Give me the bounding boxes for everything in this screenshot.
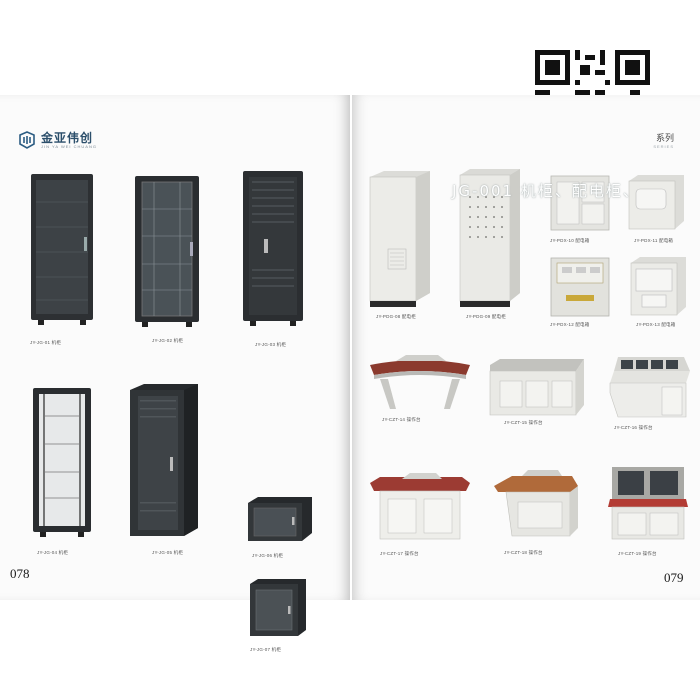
product-jy-pdg-09 [456, 167, 524, 309]
product-caption: JY-CZT-14 操作台 [382, 417, 421, 422]
product-caption: JY-PDX-12 配电箱 [550, 322, 590, 327]
product-caption: JY-JG-04 机柜 [37, 550, 69, 555]
product-jy-czt-15 [484, 357, 588, 419]
product-jy-pdx-13 [628, 255, 690, 319]
brand-sub: JIN YA WEI CHUANG [41, 143, 97, 149]
series-label: 系列 [655, 133, 674, 143]
console-desk-image [609, 357, 690, 418]
product-jy-pdg-08 [366, 169, 436, 309]
distribution-box-image [550, 257, 610, 317]
catalog-page-right: 系列 SERIES JY-PDG-08 配电柜 [352, 95, 700, 600]
product-jy-pdx-12 [548, 255, 614, 319]
product-jy-czt-16 [606, 353, 692, 421]
product-jy-jg-01 [28, 172, 98, 327]
console-desk-image [370, 473, 470, 540]
product-jy-jg-03 [240, 169, 308, 327]
product-caption: JY-JG-05 机柜 [152, 550, 184, 555]
series-en: SERIES [653, 144, 674, 149]
product-caption: JY-CZT-18 操作台 [504, 550, 543, 555]
distribution-cabinet-image [369, 171, 430, 307]
brand-logo: 金亚伟创 JIN YA WEI CHUANG [18, 131, 97, 149]
console-desk-image [370, 355, 470, 409]
page-number-right: 079 [664, 570, 684, 585]
brand-name: 金亚伟创 [41, 130, 94, 145]
catalog-spread: 金亚伟创 JIN YA WEI CHUANG JY-JG-01 机柜 [0, 95, 700, 636]
product-jy-czt-14 [366, 353, 474, 413]
open-rack-cabinet-image [33, 388, 91, 537]
console-desk-image [494, 470, 578, 537]
console-desk-image [608, 467, 688, 540]
product-jy-czt-17 [366, 473, 472, 543]
product-caption: JY-JG-01 机柜 [30, 340, 62, 345]
wall-cabinet-image [248, 497, 312, 541]
distribution-box-image [630, 257, 686, 316]
product-caption: JY-CZT-17 操作台 [380, 551, 419, 556]
console-desk-image [489, 359, 584, 416]
wall-cabinet-image [250, 579, 306, 636]
product-jy-jg-05 [126, 382, 202, 540]
catalog-page-left: 金亚伟创 JIN YA WEI CHUANG JY-JG-01 机柜 [0, 95, 350, 636]
product-caption: JY-CZT-16 操作台 [614, 425, 653, 430]
series-header: 系列 SERIES [653, 131, 674, 149]
product-jy-pdx-10 [548, 173, 614, 233]
watermark-title: JG-001 机柜、配电柜、 [452, 182, 640, 200]
product-caption: JY-PDX-13 配电箱 [636, 322, 676, 327]
product-jy-pdx-11 [626, 173, 688, 231]
distribution-box-image [550, 175, 610, 231]
product-jy-czt-18 [492, 470, 582, 542]
product-caption: JY-PDG-08 配电柜 [376, 314, 416, 319]
product-jy-jg-04 [30, 386, 96, 538]
page-number-left: 078 [10, 566, 30, 581]
server-cabinet-image [243, 171, 303, 326]
product-caption: JY-JG-07 机柜 [250, 647, 282, 652]
product-caption: JY-JG-03 机柜 [255, 342, 287, 347]
product-caption: JY-PDG-09 配电柜 [466, 314, 506, 319]
distribution-cabinet-image [459, 169, 520, 307]
product-caption: JY-PDX-11 配电箱 [634, 238, 674, 243]
distribution-box-image [628, 175, 684, 230]
product-jy-jg-06 [244, 495, 316, 545]
product-caption: JY-PDX-10 配电箱 [550, 238, 590, 243]
jy-logo-icon [19, 131, 35, 149]
server-cabinet-image [31, 174, 93, 325]
server-cabinet-image [135, 176, 199, 327]
server-cabinet-image [130, 384, 198, 536]
product-jy-czt-19 [606, 463, 690, 543]
product-caption: JY-CZT-15 操作台 [504, 420, 543, 425]
product-jy-jg-07 [246, 578, 310, 640]
product-caption: JY-JG-06 机柜 [252, 553, 284, 558]
product-jy-jg-02 [132, 174, 204, 329]
product-caption: JY-JG-02 机柜 [152, 338, 184, 343]
product-caption: JY-CZT-19 操作台 [618, 551, 657, 556]
